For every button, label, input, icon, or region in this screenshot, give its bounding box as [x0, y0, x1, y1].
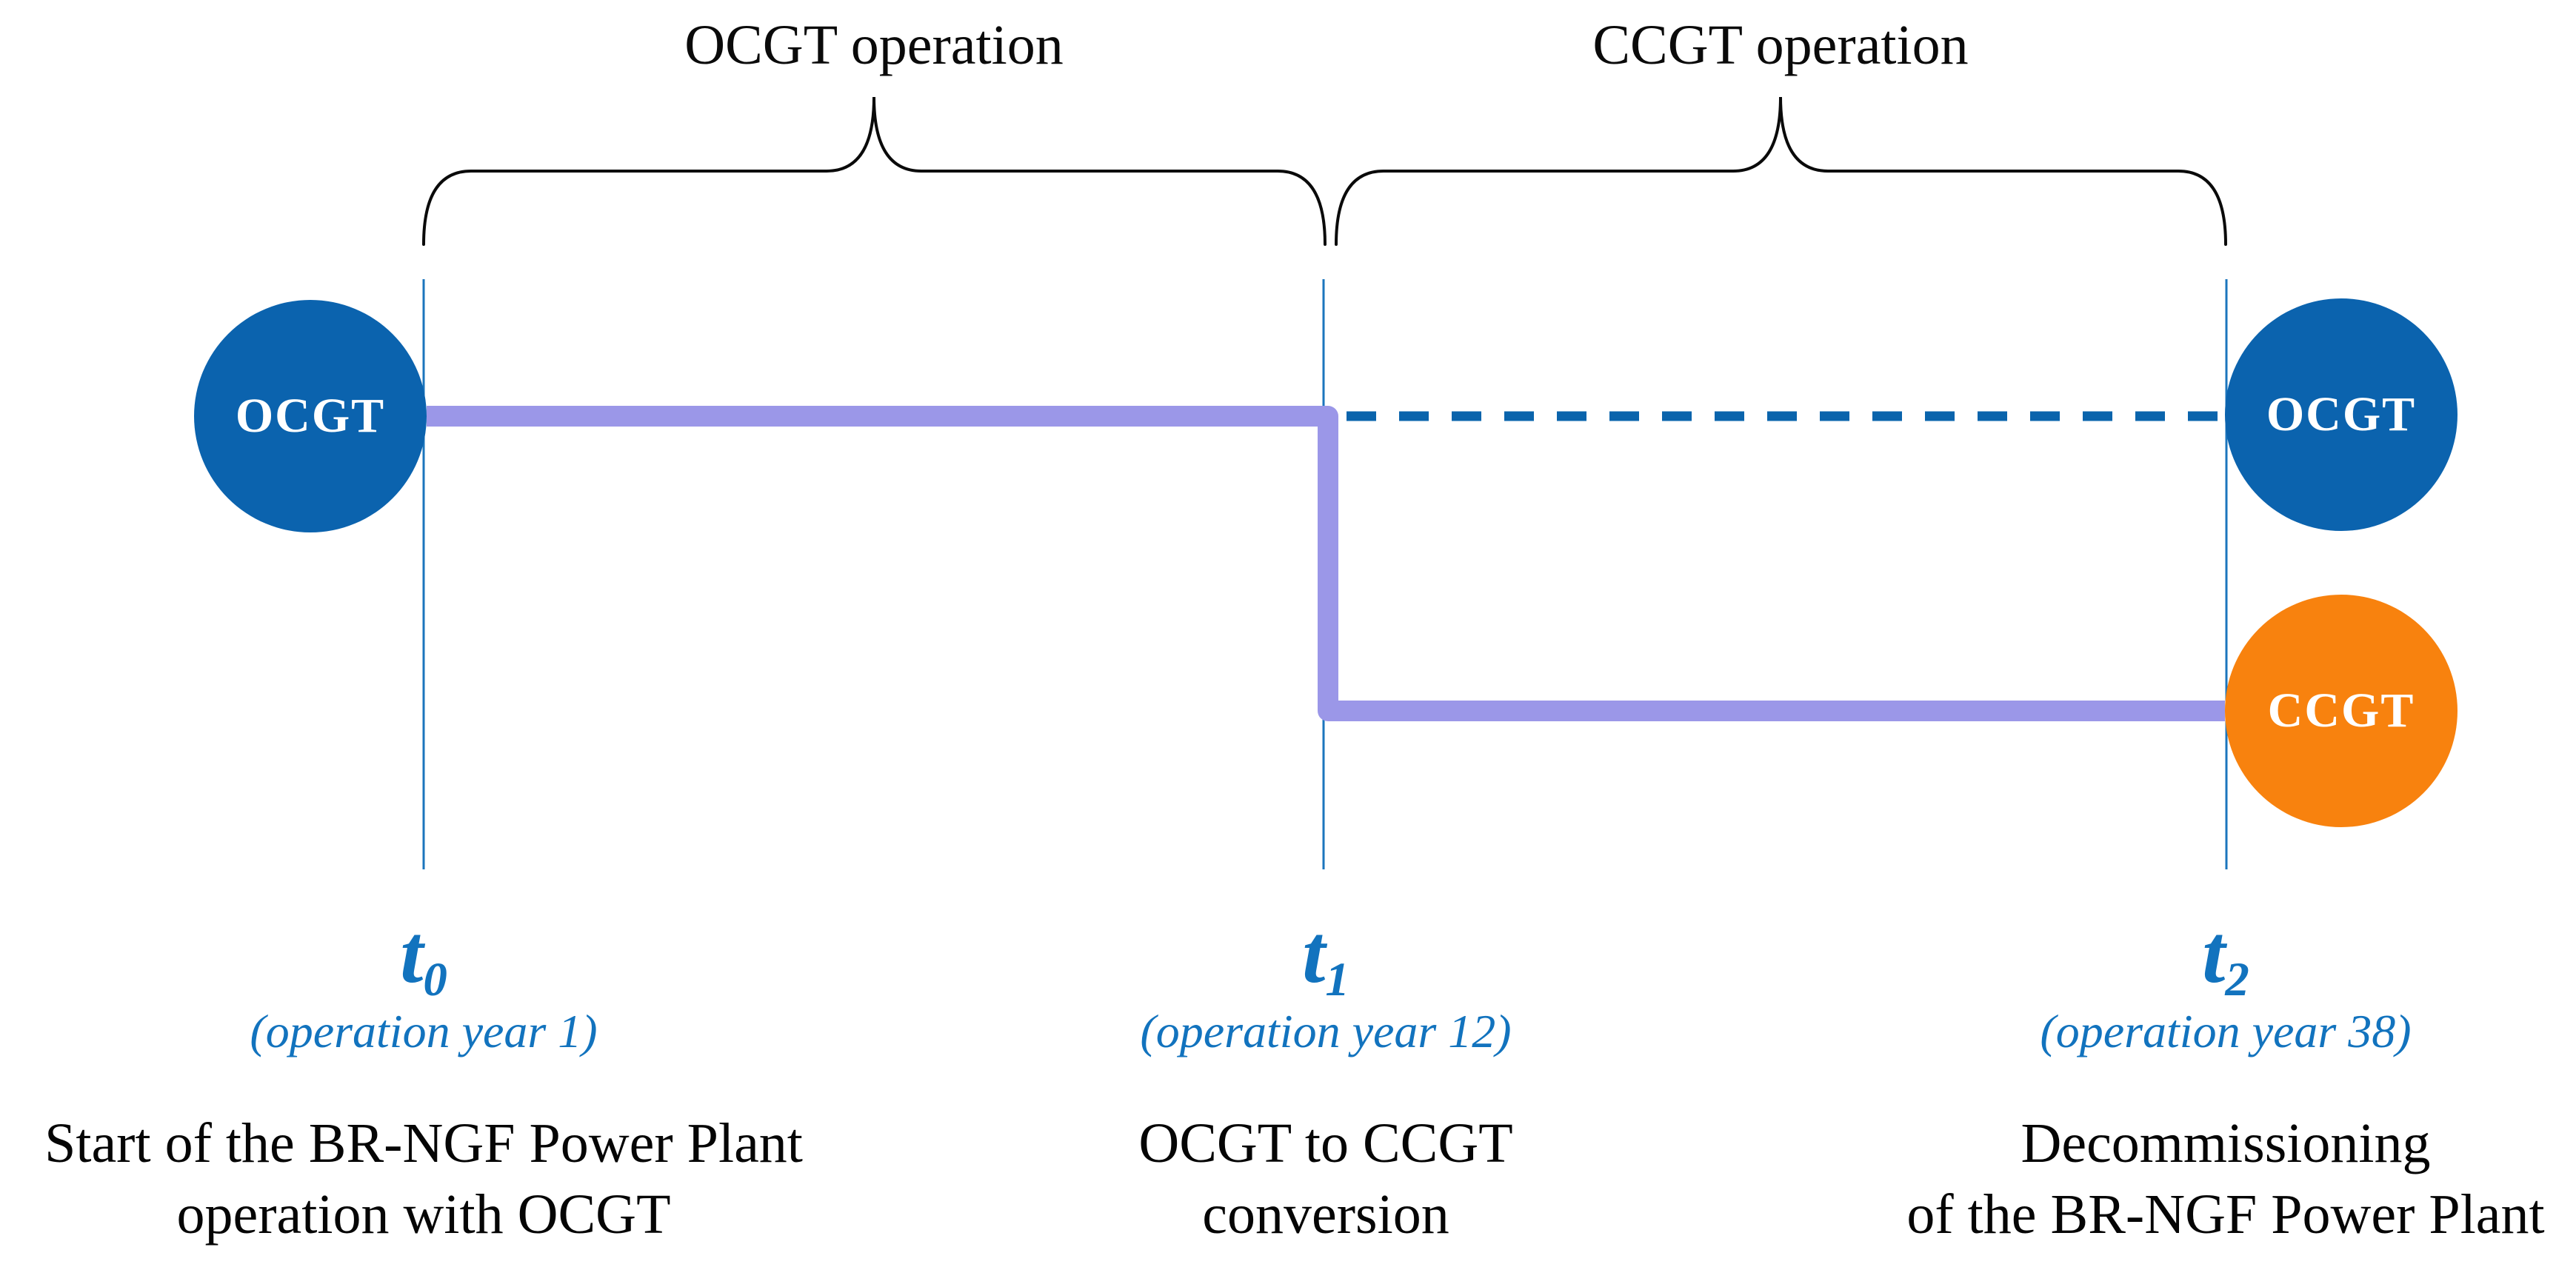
end-ccgt-circle	[2225, 595, 2457, 827]
t2-symbol: t2	[1707, 906, 2576, 1028]
t2-description: Decommissioning of the BR-NGF Power Plan…	[1707, 1108, 2576, 1250]
t0-year-note: (operation year 1)	[250, 1005, 598, 1057]
t1-description: OCGT to CCGT conversion	[807, 1108, 1844, 1250]
ocgt-phase-brace	[422, 96, 1327, 246]
t1-year-note: (operation year 12)	[1140, 1005, 1512, 1057]
t0-description-line2: operation with OCGT	[176, 1183, 671, 1246]
start-ocgt-circle	[194, 300, 427, 532]
end-ocgt-label: OCGT	[2266, 387, 2417, 441]
t2-description-line2: of the BR-NGF Power Plant	[1906, 1183, 2545, 1246]
t0-description-line1: Start of the BR-NGF Power Plant	[44, 1112, 803, 1174]
t1-description-line1: OCGT to CCGT	[1138, 1112, 1513, 1174]
t0-symbol-letter: t	[400, 909, 424, 1000]
t0-description: Start of the BR-NGF Power Plant operatio…	[0, 1108, 942, 1250]
operation-path	[427, 406, 2225, 721]
t1-symbol: t1	[807, 906, 1844, 1028]
t2-description-line1: Decommissioning	[2021, 1112, 2431, 1174]
t2-year-note: (operation year 38)	[2040, 1005, 2412, 1057]
start-ocgt-label: OCGT	[235, 389, 386, 443]
ccgt-phase-label: CCGT operation	[1592, 14, 1969, 76]
t1-symbol-subscript: 1	[1325, 953, 1349, 1007]
t1-description-line2: conversion	[1202, 1183, 1449, 1246]
ocgt-phase-label: OCGT operation	[684, 14, 1064, 76]
t0-symbol: t0	[0, 906, 942, 1028]
end-ocgt-circle	[2225, 298, 2457, 531]
t2-symbol-subscript: 2	[2225, 953, 2249, 1007]
end-ccgt-label: CCGT	[2267, 684, 2415, 738]
ccgt-phase-brace	[1335, 96, 2227, 246]
t0-symbol-subscript: 0	[423, 953, 447, 1007]
t2-symbol-letter: t	[2202, 909, 2226, 1000]
t1-symbol-letter: t	[1302, 909, 1326, 1000]
